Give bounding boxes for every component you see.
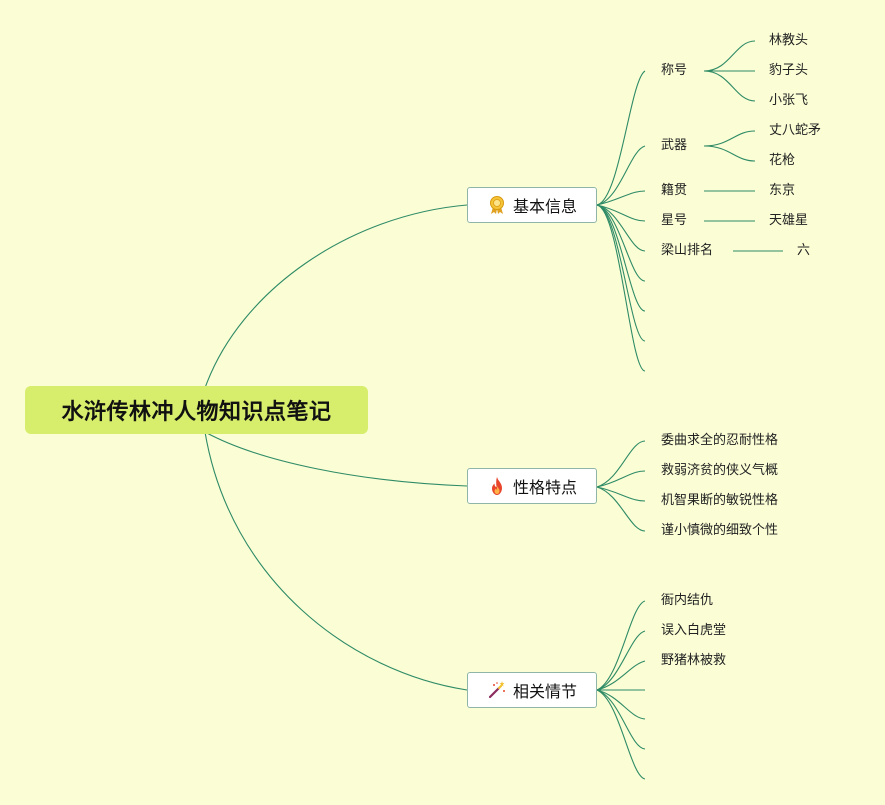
branch-basic-info[interactable]: 基本信息 <box>467 187 597 223</box>
node-trait-2[interactable]: 救弱济贫的侠义气概 <box>661 463 779 478</box>
node-rank-label[interactable]: 梁山排名 <box>661 243 714 258</box>
branch-basic-info-label: 基本信息 <box>512 197 577 216</box>
award-ribbon-icon <box>487 195 507 215</box>
node-title-value-3[interactable]: 小张飞 <box>769 93 809 108</box>
branch-personality-label: 性格特点 <box>512 478 577 497</box>
connector-root-plot <box>204 431 468 691</box>
node-plot-1[interactable]: 衙内结仇 <box>661 593 714 608</box>
node-star-value[interactable]: 天雄星 <box>769 213 809 228</box>
fire-icon <box>487 476 507 496</box>
node-title-value-1[interactable]: 林教头 <box>769 33 809 48</box>
branch-personality[interactable]: 性格特点 <box>467 468 597 504</box>
node-weapon-value-1[interactable]: 丈八蛇矛 <box>769 123 822 138</box>
node-trait-1[interactable]: 委曲求全的忍耐性格 <box>661 433 779 448</box>
connector-root-basic-info <box>204 204 468 389</box>
node-hometown-label[interactable]: 籍贯 <box>661 183 688 198</box>
node-trait-4[interactable]: 谨小慎微的细致个性 <box>661 523 779 538</box>
magic-wand-icon <box>487 680 507 700</box>
node-plot-2[interactable]: 误入白虎堂 <box>661 623 727 638</box>
node-hometown-value[interactable]: 东京 <box>769 183 796 198</box>
branch-related-plot[interactable]: 相关情节 <box>467 672 597 708</box>
node-trait-3[interactable]: 机智果断的敏锐性格 <box>661 493 779 508</box>
node-title-label[interactable]: 称号 <box>661 63 688 78</box>
node-rank-value[interactable]: 六 <box>797 243 811 258</box>
connector-root-personality <box>204 431 468 487</box>
branch-related-plot-label: 相关情节 <box>512 682 577 701</box>
node-title-value-2[interactable]: 豹子头 <box>769 63 809 78</box>
root-topic[interactable]: 水浒传林冲人物知识点笔记 <box>25 386 368 434</box>
node-star-label[interactable]: 星号 <box>661 213 688 228</box>
node-weapon-label[interactable]: 武器 <box>661 138 688 153</box>
node-weapon-value-2[interactable]: 花枪 <box>769 153 796 168</box>
node-plot-3[interactable]: 野猪林被救 <box>661 653 727 668</box>
